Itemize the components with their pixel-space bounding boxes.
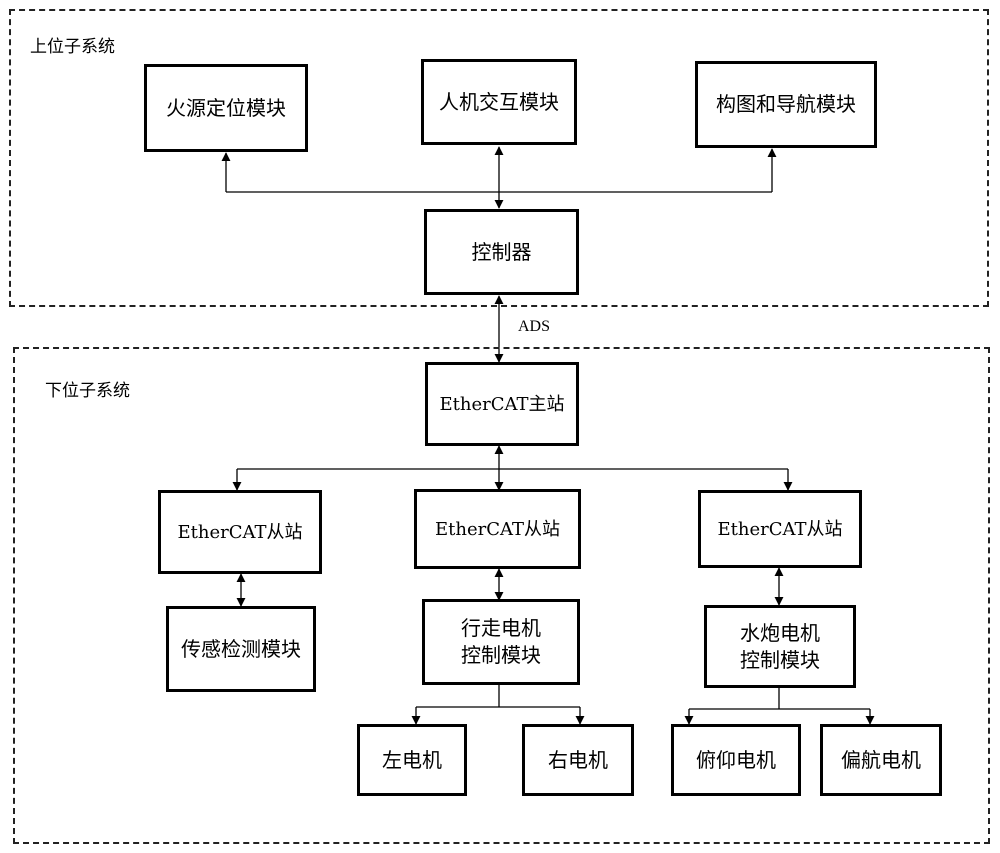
sensor-detection-label: 传感检测模块 <box>181 636 301 663</box>
right-motor-label: 右电机 <box>548 747 608 774</box>
ethercat-slave-right-box: EtherCAT从站 <box>698 490 862 568</box>
cannon-motor-control-module: 水炮电机 控制模块 <box>704 605 856 688</box>
left-motor-label: 左电机 <box>382 747 442 774</box>
hmi-module: 人机交互模块 <box>421 59 577 145</box>
ethercat-slave-left-box: EtherCAT从站 <box>158 490 322 574</box>
ethercat-slave-middle-box: EtherCAT从站 <box>414 489 581 569</box>
ads-link-label: ADS <box>518 318 550 336</box>
mapping-navigation-module: 构图和导航模块 <box>695 61 877 148</box>
mapping-navigation-label: 构图和导航模块 <box>716 91 856 118</box>
sensor-detection-module: 传感检测模块 <box>166 606 316 692</box>
walk-motor-control-module: 行走电机 控制模块 <box>422 599 580 685</box>
pitch-motor-label: 俯仰电机 <box>696 747 776 774</box>
walk-motor-label-line2: 控制模块 <box>461 642 541 669</box>
ethercat-slave-left-label: EtherCAT从站 <box>177 519 302 546</box>
controller-box: 控制器 <box>424 209 579 295</box>
cannon-motor-label-line1: 水炮电机 <box>740 620 820 647</box>
yaw-motor-box: 偏航电机 <box>820 724 942 796</box>
ethercat-master-box: EtherCAT主站 <box>425 362 579 446</box>
hmi-label: 人机交互模块 <box>439 89 559 116</box>
fire-locating-module: 火源定位模块 <box>144 64 308 152</box>
cannon-motor-label-line2: 控制模块 <box>740 647 820 674</box>
ethercat-master-label: EtherCAT主站 <box>439 391 564 418</box>
controller-label: 控制器 <box>472 239 532 266</box>
yaw-motor-label: 偏航电机 <box>841 747 921 774</box>
left-motor-box: 左电机 <box>357 724 467 796</box>
upper-subsystem-label: 上位子系统 <box>30 32 115 57</box>
ethercat-slave-right-label: EtherCAT从站 <box>717 516 842 543</box>
right-motor-box: 右电机 <box>522 724 634 796</box>
ethercat-slave-middle-label: EtherCAT从站 <box>435 516 560 543</box>
pitch-motor-box: 俯仰电机 <box>671 724 801 796</box>
walk-motor-label-line1: 行走电机 <box>461 615 541 642</box>
lower-subsystem-label: 下位子系统 <box>45 376 130 401</box>
fire-locating-label: 火源定位模块 <box>166 95 286 122</box>
